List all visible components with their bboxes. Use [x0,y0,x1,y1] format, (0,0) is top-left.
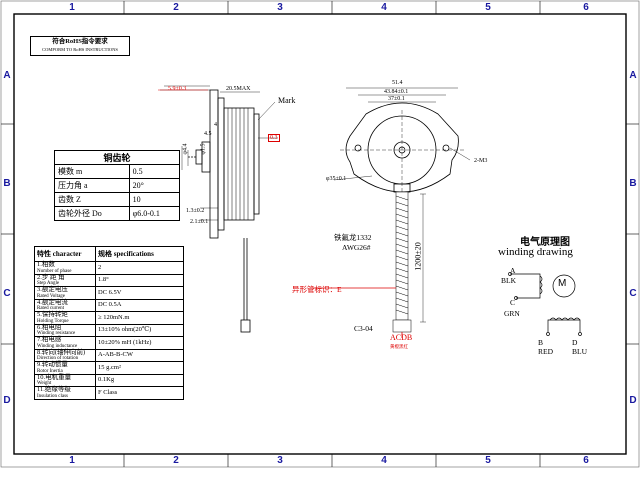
dim-dia: φ35±0.1 [326,176,347,182]
pin-a-color: BLK [501,276,516,285]
column-number: 4 [381,2,387,13]
column-number: 6 [583,2,589,13]
front-view-drawing [310,87,471,338]
column-number: 1 [69,455,75,466]
column-number: 4 [381,455,387,466]
row-letter: B [629,178,637,189]
dim-bore: 4.5 [204,131,212,137]
dim-d3: 37±0.1 [388,96,405,102]
side-view-drawing [158,85,278,333]
dim-phi-top: φ4.4 [182,143,189,155]
winding-diagram [508,272,582,336]
rohs-cn: 符合RoHS指令要求 [52,38,108,45]
row-letter: D [3,395,11,406]
pin-b-color: RED [538,347,553,356]
pin-b-id: B [538,338,544,347]
column-number: 5 [485,455,491,466]
row-letter: A [629,70,637,81]
dim-length: 1200±20 [413,242,423,271]
column-number: 2 [173,2,179,13]
motor-symbol: M [558,278,567,289]
row-letter: B [3,178,11,189]
rohs-en: COMPORM TO RoHS INSTRUCTIONS [42,47,118,52]
row-letter: C [3,288,11,299]
wire-order-colors: 黄橙黑红 [390,344,408,349]
column-number: 6 [583,455,589,466]
pin-c-id: C [510,298,516,307]
connector-label: C3-04 [354,324,373,333]
wire-awg: AWG26# [342,243,371,252]
wire-order: ACDB [390,333,413,342]
pin-c-color: GRN [504,309,520,318]
dim-body-length: 20.5MAX [226,86,251,92]
gear-table-title: 铜齿轮 [54,150,180,165]
dim-offset: 5.9±0.3 [168,86,187,92]
dim-shaft-len: 2.1±0.1 [190,219,209,225]
spec-header: 特性 character 规格 specifications [34,246,184,262]
pin-a-id: A [510,266,516,275]
pin-d-id: D [572,338,578,347]
dim-flange: 1.3±0.2 [186,208,205,214]
dim-d2: 43.84±0.1 [384,89,409,95]
dim-h4: 4 [214,122,217,128]
winding-title-en: winding drawing [498,246,573,258]
winding-title-cn: 电气原理图 [520,237,570,248]
column-number: 5 [485,2,491,13]
column-number: 3 [277,2,283,13]
rohs-box: 符合RoHS指令要求 COMPORM TO RoHS INSTRUCTIONS [30,36,130,56]
column-number: 2 [173,455,179,466]
dim-d1: 51.4 [392,80,403,86]
row-letter: D [629,395,637,406]
column-number: 1 [69,2,75,13]
column-number: 3 [277,455,283,466]
pin-d-color: BLU [572,347,587,356]
row-letter: C [629,288,637,299]
mark-label: Mark [278,96,296,105]
tube-label: 异形管标识：E [292,285,342,294]
dim-hole: 2-M3 [474,158,488,164]
row-letter: A [3,70,11,81]
dim-phi-shaft: φ1.5 [200,143,207,155]
wire-type: 铁氟龙1332 [334,233,372,242]
dim-tolerance: 0.3 [268,134,280,142]
